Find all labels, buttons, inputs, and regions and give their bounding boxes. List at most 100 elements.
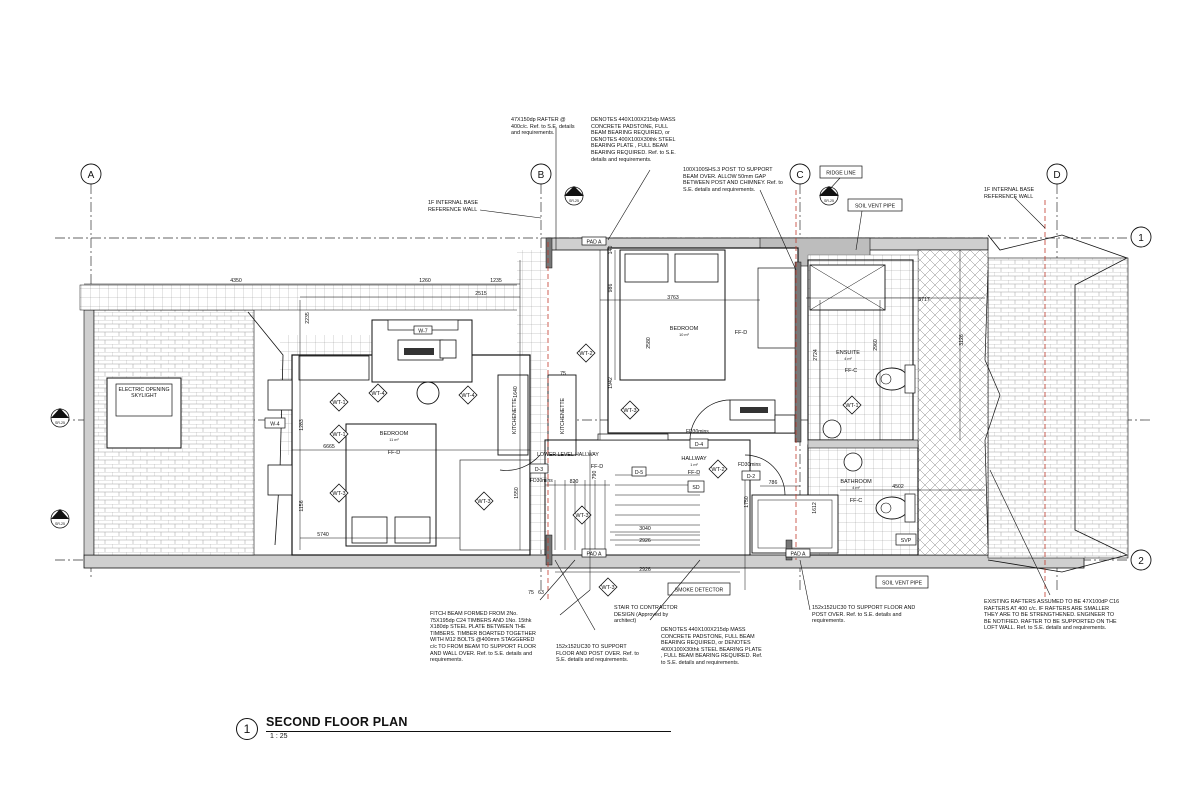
ridge-line-label: RIDGE LINE <box>826 171 856 177</box>
dim-1550: 1550 <box>514 487 520 499</box>
dim-1640: 1640 <box>513 386 519 398</box>
keyboard-centre <box>740 407 768 413</box>
dim-1156: 1156 <box>299 500 305 511</box>
chimney-outline <box>984 269 1001 546</box>
ffd-stair-label: FF-D <box>591 464 604 470</box>
bedroom-2-floor: FF-D <box>388 450 401 456</box>
grid-b-label: B <box>538 170 545 181</box>
note-ref-wall-left: 1F INTERNAL BASE REFERENCE WALL <box>428 200 479 213</box>
kitchenette-2-label: KITCHENETTE <box>560 397 566 434</box>
drawing-title-block: 1 SECOND FLOOR PLAN 1 : 25 <box>236 714 676 744</box>
bedroom-1-floor: FF-D <box>735 330 748 336</box>
pillow-centre-1 <box>624 253 669 283</box>
dim-3040: 3040 <box>639 526 651 532</box>
tag-wt2-a: WT-2 <box>579 351 592 357</box>
door-swing-hall <box>499 454 541 471</box>
dim-1235: 1235 <box>490 278 502 284</box>
grid-2-label: 2 <box>1138 556 1144 567</box>
dim-2926-b: 2926 <box>639 567 651 573</box>
skylight-label: ELECTRIC OPENING SKYLIGHT <box>118 387 170 399</box>
tag-d3: D-3 <box>535 467 543 473</box>
tag-boxes <box>264 165 929 596</box>
note-flitch-beam: FITCH BEAM FORMED FROM 2No. 75X195dp C24… <box>430 611 537 664</box>
dim-1260: 1260 <box>419 278 431 284</box>
dim-2580: 2580 <box>646 337 652 349</box>
bedroom-2-area: 11 m² <box>389 438 399 442</box>
west-wall <box>83 309 95 556</box>
tag-pad-bottom-1: PAD A <box>587 552 602 558</box>
stair-treads <box>554 474 700 550</box>
dimension-lines <box>84 250 985 590</box>
dim-4350: 4350 <box>230 278 242 284</box>
dim-140: 140 <box>608 246 614 255</box>
lamp <box>439 339 457 359</box>
tag-d4: D-4 <box>695 442 703 448</box>
wall-type-diamonds <box>329 343 862 597</box>
note-rafter: 47X150dp RAFTER @ 400c/c. Ref. to S.E. d… <box>511 117 575 137</box>
svg-text:SR-25: SR-25 <box>569 199 579 203</box>
bathroom-shower <box>751 494 839 554</box>
soil-vent-pipe-bottom-label: SOIL VENT PIPE <box>882 581 923 587</box>
dim-6665: 6665 <box>323 444 335 450</box>
dim-3126: 3126 <box>959 334 965 346</box>
dim-786: 786 <box>769 480 778 486</box>
view-number: 1 <box>236 718 258 740</box>
tag-d5: D-5 <box>635 470 643 476</box>
tag-wt1-c: WT-1 <box>845 403 858 409</box>
door-swing-bedroom <box>689 399 731 441</box>
title-underline <box>266 731 671 732</box>
tag-wt1-a: WT-1 <box>332 400 345 406</box>
hip-lines-right <box>987 234 1129 573</box>
tag-wt3-e: WT-3 <box>601 585 614 591</box>
ensuite-area: 4 m² <box>844 357 852 361</box>
hallway-name: HALLWAY <box>681 456 707 462</box>
skylight-label-box <box>115 383 173 417</box>
dim-1942: 1942 <box>608 377 614 389</box>
dim-3717: 3717 <box>918 297 930 303</box>
dim-2515: 2515 <box>475 291 487 297</box>
sofa <box>298 355 370 381</box>
bedside-table-top <box>267 379 293 411</box>
note-stair: STAIR TO CONTRACTOR DESIGN (Approved by … <box>614 605 678 625</box>
fd30-label-2: FD30mins <box>738 462 761 468</box>
grid-d-label: D <box>1053 170 1060 181</box>
grid-c-label: C <box>796 170 803 181</box>
roof-slope-right <box>987 257 1129 559</box>
fd30-label-1: FD30mins <box>686 429 709 435</box>
dim-2960: 2960 <box>873 339 879 351</box>
grid-a-label: A <box>88 170 95 181</box>
tag-pad-bottom-2: PAD A <box>791 552 806 558</box>
bedroom-1-name: BEDROOM <box>670 326 699 332</box>
note-existing-rafters: EXISTING RAFTERS ASSUMED TO BE 47X100dP … <box>984 599 1120 632</box>
hallway-area: 1 m² <box>690 463 698 467</box>
tag-wt4-a: WT-4 <box>371 391 384 397</box>
tag-wt3-d: WT-3 <box>575 513 588 519</box>
tag-w7: W-7 <box>418 329 428 335</box>
dim-1612: 1612 <box>812 502 818 514</box>
note-padstone-top: DENOTES 440X100X215dp MASS CONCRETE PADS… <box>591 117 676 163</box>
hallway-floor: FF-D <box>688 470 701 476</box>
pillow-left-1 <box>351 516 388 544</box>
tag-wt3-a: WT-3 <box>332 491 345 497</box>
svg-text:SR-25: SR-25 <box>55 421 65 425</box>
lamp-centre <box>774 414 796 434</box>
chimney-stack <box>917 249 989 556</box>
tag-sd: SD <box>692 485 699 491</box>
wardrobe <box>459 459 531 551</box>
dim-1283: 1283 <box>299 419 305 431</box>
pillow-centre-2 <box>674 253 719 283</box>
bathroom-area: 4 m² <box>852 486 860 490</box>
tag-wt1-b: WT-1 <box>332 432 345 438</box>
kitchenette-1-label: KITCHENETTE <box>512 397 518 434</box>
dim-2926-a: 2926 <box>639 538 651 544</box>
tag-w4: W-4 <box>270 422 280 428</box>
lower-hallway-name: LOWER LEVEL HALLWAY <box>537 452 599 458</box>
dim-75-a: 75 <box>528 590 534 596</box>
office-chair <box>416 381 440 405</box>
dim-1750: 1750 <box>744 496 750 508</box>
bedroom-2-name: BEDROOM <box>380 431 409 437</box>
bedroom-1-area: 10 m² <box>679 333 689 337</box>
tag-wt2-b: WT-2 <box>711 467 724 473</box>
dim-63: 63 <box>538 590 544 596</box>
